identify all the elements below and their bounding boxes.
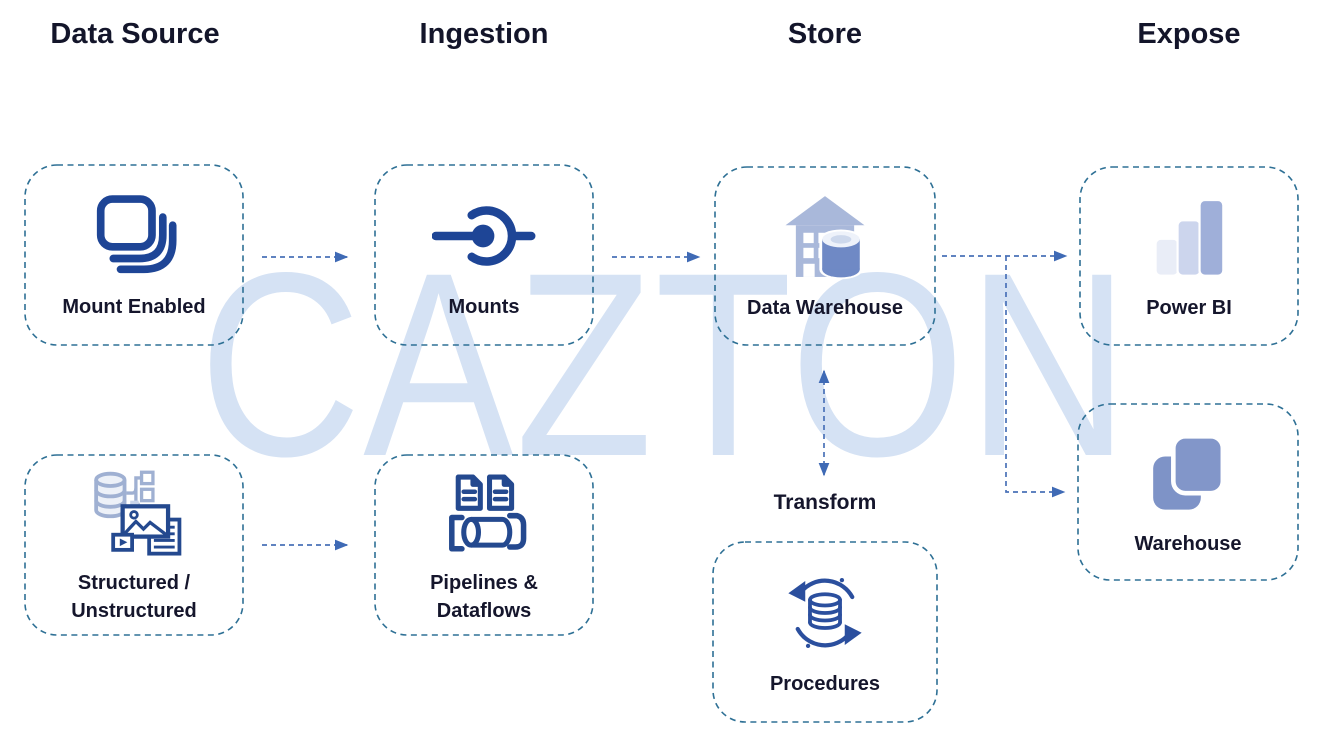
- node-procedures: Procedures: [713, 542, 937, 722]
- column-header-expose: Expose: [1137, 18, 1241, 50]
- bar-chart-icon: [1144, 189, 1234, 285]
- node-outline-mount-enabled: [24, 164, 244, 346]
- documents-pipeline-icon: [438, 464, 530, 560]
- column-header-store: Store: [787, 18, 863, 50]
- transform-label: Transform: [773, 491, 877, 514]
- node-outline-structured: [24, 454, 244, 636]
- node-label: Warehouse: [1134, 533, 1242, 556]
- column-header-ingestion: Ingestion: [419, 18, 549, 50]
- node-structured-unstructured: Structured / Unstructured: [25, 455, 243, 635]
- arrow-branch-to-warehouse: [1005, 256, 1066, 498]
- node-outline-warehouse: [1077, 403, 1299, 581]
- node-label: Mounts: [448, 296, 520, 319]
- node-outline-procedures: [712, 541, 938, 723]
- node-label: Mount Enabled: [62, 296, 206, 319]
- stacked-squares-icon: [1142, 425, 1234, 521]
- node-power-bi: Power BI: [1080, 167, 1298, 345]
- node-pipelines-dataflows: Pipelines & Dataflows: [375, 455, 593, 635]
- node-label: Procedures: [769, 673, 881, 696]
- node-label: Data Warehouse: [747, 297, 903, 320]
- node-outline-pipelines: [374, 454, 594, 636]
- node-outline-mounts: [374, 164, 594, 346]
- warehouse-database-icon: [778, 189, 872, 285]
- node-outline-data-warehouse: [714, 166, 936, 346]
- sync-database-icon: [778, 565, 872, 661]
- watermark: CAZTON: [198, 218, 1132, 511]
- node-label: Pipelines & Dataflows: [430, 572, 538, 622]
- stacked-cards-icon: [89, 188, 179, 284]
- mount-point-icon: [432, 188, 536, 284]
- column-header-data-source: Data Source: [50, 18, 220, 50]
- node-label: Power BI: [1146, 297, 1232, 320]
- node-warehouse: Warehouse: [1078, 404, 1298, 580]
- node-outline-power-bi: [1079, 166, 1299, 346]
- node-mounts: Mounts: [375, 165, 593, 345]
- node-mount-enabled: Mount Enabled: [25, 165, 243, 345]
- node-label: Structured / Unstructured: [71, 572, 197, 622]
- node-data-warehouse: Data Warehouse: [715, 167, 935, 345]
- mixed-data-icon: [81, 464, 187, 560]
